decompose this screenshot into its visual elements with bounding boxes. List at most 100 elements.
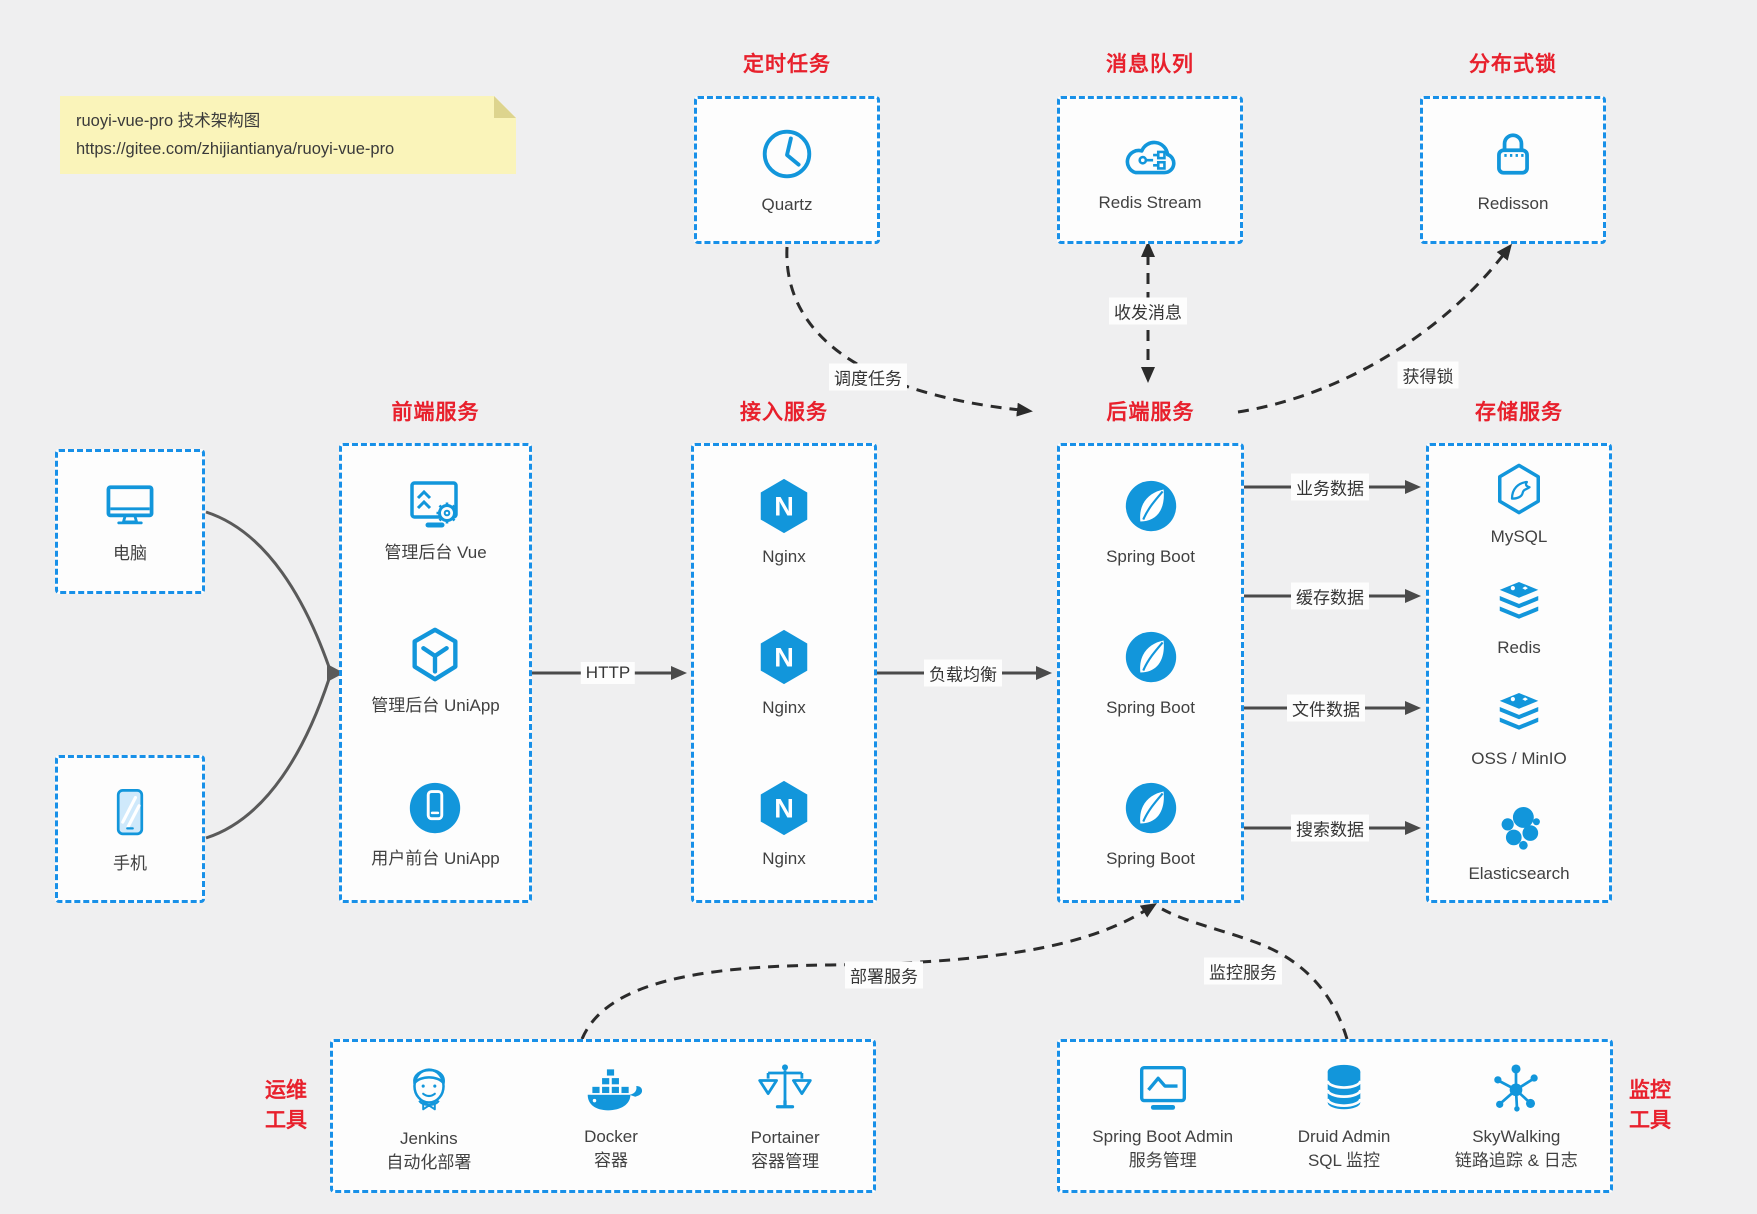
smartphone-icon	[116, 789, 144, 836]
node-springboot-1: Spring Boot	[1106, 475, 1195, 569]
edge-label-lock: 获得锁	[1397, 361, 1459, 389]
node-elasticsearch: Elasticsearch	[1468, 800, 1570, 886]
title-storage: 存储服务	[1475, 401, 1563, 424]
docker-icon	[587, 1068, 643, 1111]
note-url: https://gitee.com/zhijiantianya/ruoyi-vu…	[76, 140, 395, 159]
node-label: Elasticsearch	[1468, 863, 1570, 883]
desktop-panel: 电脑	[55, 449, 205, 594]
edge-label-monitor: 监控服务	[1204, 957, 1282, 985]
node-label: Spring Boot	[1106, 698, 1195, 718]
admin-vue-icon	[409, 481, 458, 528]
node-label: Spring Boot	[1106, 546, 1195, 566]
gateway-panel: N Nginx N Nginx N Nginx	[691, 443, 877, 903]
node-label: OSS / MinIO	[1471, 748, 1567, 768]
network-nodes-icon	[1494, 1064, 1539, 1112]
node-label: Nginx	[762, 698, 806, 718]
oss-stack-icon	[1499, 692, 1539, 730]
node-redis: Redis	[1491, 578, 1547, 660]
node-label: Nginx	[762, 849, 806, 869]
title-scheduled-tasks: 定时任务	[743, 53, 831, 76]
node-admin-uniapp: 管理后台 UniApp	[371, 624, 500, 718]
clock-icon	[762, 129, 812, 179]
node-label: Quartz	[761, 195, 813, 215]
nginx-icon: N	[760, 781, 808, 836]
spring-icon	[1125, 783, 1176, 834]
node-nginx-3: N Nginx	[753, 777, 815, 871]
title-gateway: 接入服务	[740, 401, 828, 424]
frontend-panel: 管理后台 Vue 管理后台 UniApp 用户前台 UniApp	[339, 443, 532, 903]
ops-tools-label: 运维 工具	[265, 1079, 307, 1133]
node-admin-vue: 管理后台 Vue	[384, 475, 487, 565]
node-label: Redis Stream	[1098, 193, 1202, 213]
edge-label-deploy: 部署服务	[845, 961, 923, 989]
node-nginx-2: N Nginx	[753, 626, 815, 720]
edge-label-schedule: 调度任务	[829, 363, 907, 391]
mysql-icon	[1498, 463, 1540, 514]
phone-panel: 手机	[55, 755, 205, 903]
title-distributed-lock: 分布式锁	[1469, 53, 1557, 76]
storage-panel: MySQL Redis	[1426, 443, 1612, 903]
node-label: 电脑	[113, 543, 147, 563]
sticky-note: ruoyi-vue-pro 技术架构图 https://gitee.com/zh…	[60, 96, 516, 175]
nginx-icon: N	[760, 629, 808, 685]
title-message-queue: 消息队列	[1106, 53, 1194, 76]
note-title: ruoyi-vue-pro 技术架构图	[76, 112, 261, 130]
edge-label-search-data: 搜索数据	[1291, 814, 1369, 842]
node-label: 管理后台 UniApp	[371, 696, 500, 716]
node-user-uniapp: 用户前台 UniApp	[371, 777, 500, 871]
edge-label-cache-data: 缓存数据	[1291, 582, 1369, 610]
nginx-icon: N	[760, 478, 808, 533]
node-quartz: Quartz	[756, 123, 818, 217]
redisson-panel: Redisson	[1420, 96, 1606, 244]
node-label: 手机	[113, 854, 147, 874]
monitor-chart-icon	[1139, 1066, 1186, 1110]
node-label: Redisson	[1477, 194, 1549, 214]
uniapp-cube-icon	[412, 627, 459, 682]
spring-icon	[1125, 631, 1176, 683]
redis-stream-panel: Redis Stream	[1057, 96, 1243, 244]
monitor-tools-label: 监控 工具	[1629, 1079, 1671, 1133]
edge-phone-to-frontend	[205, 678, 331, 840]
jenkins-icon	[413, 1068, 445, 1111]
redis-stack-icon	[1499, 581, 1539, 619]
node-redis-stream: Redis Stream	[1098, 125, 1202, 215]
edge-label-message: 收发消息	[1109, 297, 1187, 325]
node-label: Redis	[1497, 637, 1541, 657]
node-label: Nginx	[762, 546, 806, 566]
edge-label-http: HTTP	[580, 662, 636, 684]
svg-text:N: N	[774, 490, 794, 521]
node-desktop: 电脑	[100, 478, 160, 566]
edge-label-business-data: 业务数据	[1291, 473, 1369, 501]
node-mysql: MySQL	[1491, 461, 1547, 549]
node-springboot-3: Spring Boot	[1106, 777, 1195, 871]
node-label: 管理后台 Vue	[384, 543, 487, 563]
edge-lock	[1237, 243, 1512, 414]
edge-desktop-to-frontend	[205, 510, 331, 668]
node-label: Spring Boot	[1106, 849, 1195, 869]
elasticsearch-icon	[1501, 806, 1540, 850]
edge-label-load-balance: 负载均衡	[924, 659, 1002, 687]
svg-text:N: N	[774, 642, 794, 673]
backend-panel: Spring Boot Spring Boot Spring Boot	[1057, 443, 1244, 903]
node-phone: 手机	[101, 782, 159, 876]
node-label: 用户前台 UniApp	[371, 848, 500, 868]
cloud-stream-icon	[1125, 140, 1176, 175]
database-icon	[1326, 1065, 1362, 1110]
user-app-icon	[410, 782, 461, 833]
node-springboot-2: Spring Boot	[1106, 626, 1195, 720]
quartz-panel: Quartz	[694, 96, 880, 244]
